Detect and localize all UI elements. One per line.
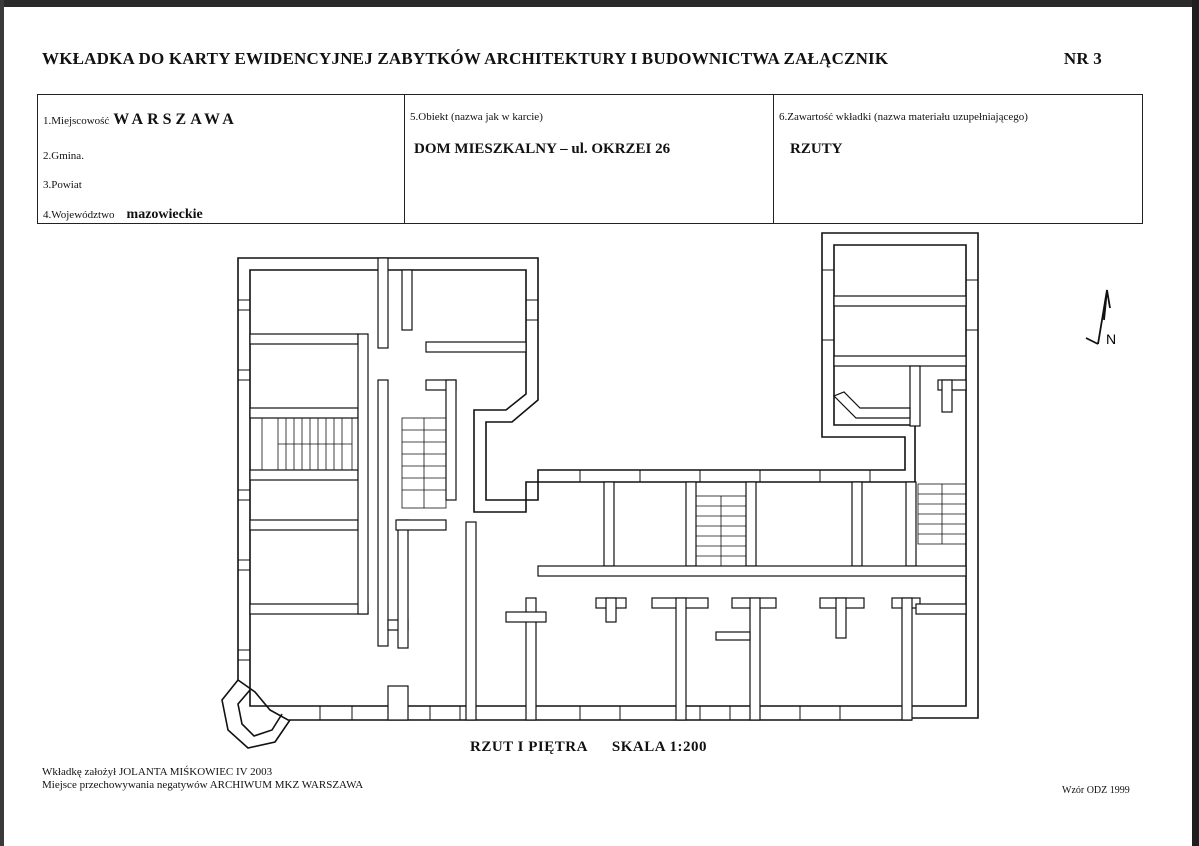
scan-edge-right: [1192, 0, 1199, 846]
object-column: 5.Obiekt (nazwa jak w karcie) DOM MIESZK…: [405, 95, 774, 223]
created-by: Wkładkę założył JOLANTA MIŚKOWIEC IV 200…: [42, 766, 273, 778]
wojewodztwo-label: 4.Województwo: [43, 209, 115, 221]
powiat-label: 3.Powiat: [43, 179, 82, 191]
negatives-storage: Miejsce przechowywania negatywów ARCHIWU…: [42, 779, 364, 791]
window-openings: [238, 269, 978, 720]
document-header: WKŁADKA DO KARTY EWIDENCYJNEJ ZABYTKÓW A…: [42, 49, 1112, 69]
corner-tower-inner: [237, 689, 283, 737]
object-label: 5.Obiekt (nazwa jak w karcie): [410, 111, 543, 123]
template-version: Wzór ODZ 1999: [1062, 785, 1130, 796]
gmina-label: 2.Gmina.: [43, 150, 84, 162]
plan-title: RZUT I PIĘTRA: [470, 739, 588, 755]
header-title: WKŁADKA DO KARTY EWIDENCYJNEJ ZABYTKÓW A…: [42, 49, 889, 68]
row-wojewodztwo: 4.Województwo mazowieckie: [43, 205, 203, 223]
scan-edge-top: [0, 0, 1199, 7]
plan-scale: SKALA 1:200: [611, 739, 708, 755]
staircases: [261, 417, 967, 567]
scan-edge-left: [0, 0, 4, 846]
contents-label: 6.Zawartość wkładki (nazwa materiału uzu…: [779, 111, 1028, 123]
north-arrow: N: [1085, 289, 1116, 347]
wojewodztwo-value: mazowieckie: [126, 207, 203, 222]
miejscowosc-label: 1.Miejscowość: [43, 115, 110, 127]
plan-caption: RZUT I PIĘTRA SKALA 1:200: [470, 739, 707, 756]
building-outer-wall: [237, 232, 979, 721]
room-partitions: [249, 257, 967, 721]
contents-column: 6.Zawartość wkładki (nazwa materiału uzu…: [774, 95, 1142, 223]
object-value: DOM MIESZKALNY – ul. OKRZEI 26: [414, 141, 671, 157]
building-inner-wall: [249, 244, 967, 707]
miejscowosc-value: WARSZAWA: [113, 111, 238, 128]
corner-tower-outer: [221, 679, 291, 749]
north-label: N: [1106, 331, 1116, 347]
header-number: NR 3: [1063, 49, 1102, 68]
contents-value: RZUTY: [790, 141, 843, 157]
